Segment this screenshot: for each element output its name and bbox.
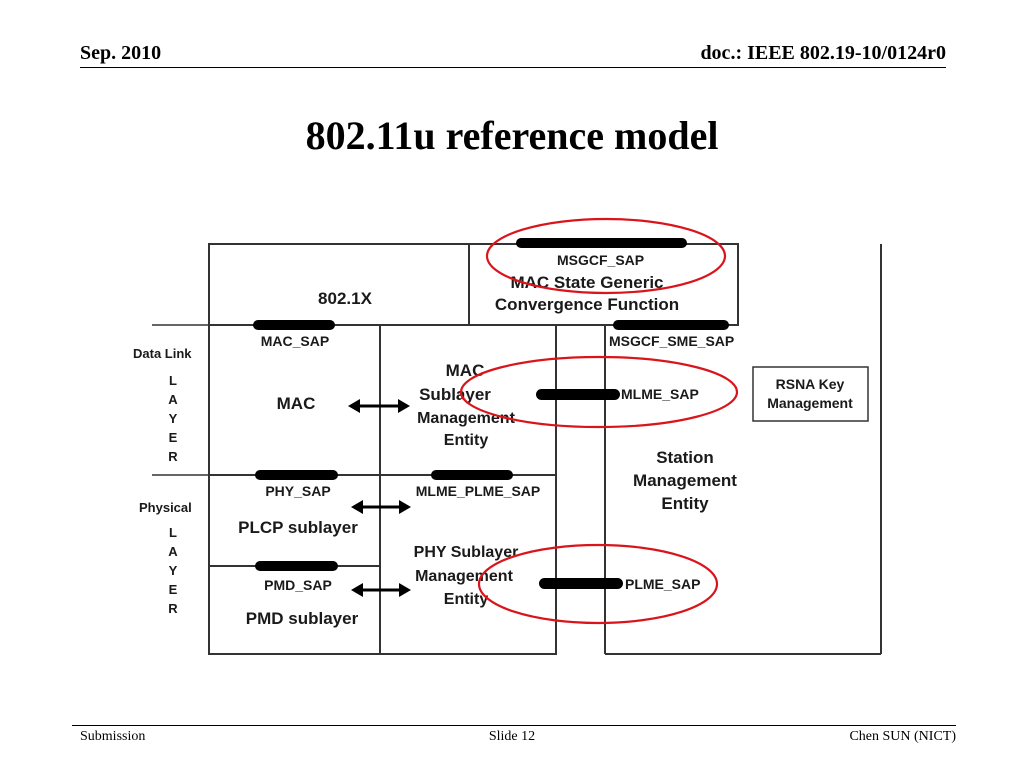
rsna-label-1: RSNA Key [776,376,845,392]
header-doc-id: doc.: IEEE 802.19-10/0124r0 [700,42,946,64]
physical-label: Physical [139,500,192,515]
plme-sap-label: PLME_SAP [625,576,700,592]
layer-letter: L [169,525,177,540]
plme-label-3: Entity [444,591,489,608]
mac-sap-label: MAC_SAP [261,333,329,349]
layer-letter: A [168,544,178,559]
box-plme [379,474,557,655]
arrowhead-right [399,583,411,597]
plme-label-1: PHY Sublayer [414,544,519,561]
mlme-plme-sap-label: MLME_PLME_SAP [416,483,540,499]
mac-sap-bar [253,320,335,330]
layer-letter: L [169,373,177,388]
layer-letters-upper: L A Y E R [168,373,178,464]
mlme-label-1: MAC [446,361,485,380]
mlme-sap-bar [536,389,620,400]
mlme-label-3: Management [417,410,515,427]
sap-bars [253,238,729,589]
rsna-label-2: Management [767,395,853,411]
mlme-plme-sap-bar [431,470,513,480]
phy-sap-bar [255,470,338,480]
phy-sap-label: PHY_SAP [265,483,330,499]
msgcf-sme-sap-label: MSGCF_SME_SAP [609,333,734,349]
arrowhead-left [351,500,363,514]
arrowhead-left [348,399,360,413]
arrowheads [348,399,411,597]
footer-author: Chen SUN (NICT) [849,729,956,744]
msgcf-sap-bar [516,238,687,248]
msgcf-sme-sap-bar [613,320,729,330]
footer-submission: Submission [80,729,146,744]
box-rsna [752,366,869,422]
sme-label-2: Management [633,471,737,490]
plme-sap-bar [539,578,623,589]
plme-label-2: Management [415,568,513,585]
mlme-label-2: Sublayer [419,385,491,404]
layer-letter: E [169,430,178,445]
arrowhead-left [351,583,363,597]
plcp-label: PLCP sublayer [238,518,358,537]
footer-slide-number: Slide 12 [488,729,536,744]
footer-rule [72,725,956,726]
mac-label: MAC [277,394,316,413]
arrowhead-right [398,399,410,413]
slide-title: 802.11u reference model [305,113,719,158]
header-date: Sep. 2010 [80,42,162,64]
data-link-label: Data Link [133,346,192,361]
layer-letter: R [168,601,178,616]
mlme-sap-label: MLME_SAP [621,386,699,402]
layer-letters-lower: L A Y E R [168,525,178,616]
layer-letter: R [168,449,178,464]
layer-letter: Y [169,411,178,426]
mac-state-label-2: Convergence Function [495,295,679,314]
highlight-ellipses [459,217,739,625]
mac-state-label-1: MAC State Generic [510,273,663,292]
header-rule [80,67,946,68]
pmd-label: PMD sublayer [246,609,359,628]
highlight-mlme-sap [459,355,739,429]
mlme-label-4: Entity [444,432,489,449]
pmd-sap-label: PMD_SAP [264,577,332,593]
msgcf-sap-label: MSGCF_SAP [557,252,644,268]
box-802-1x [208,243,470,326]
arrowhead-right [399,500,411,514]
layer-letter: Y [169,563,178,578]
pmd-sap-bar [255,561,338,571]
highlight-msgcf-sap [485,217,727,295]
layer-letter: A [168,392,178,407]
sme-label-3: Entity [661,494,709,513]
diagram-lines [152,244,882,655]
highlight-plme-sap [477,543,719,625]
layer-letter: E [169,582,178,597]
arrows [357,404,402,592]
dot1x-label: 802.1X [318,289,373,308]
sme-label-1: Station [656,448,714,467]
